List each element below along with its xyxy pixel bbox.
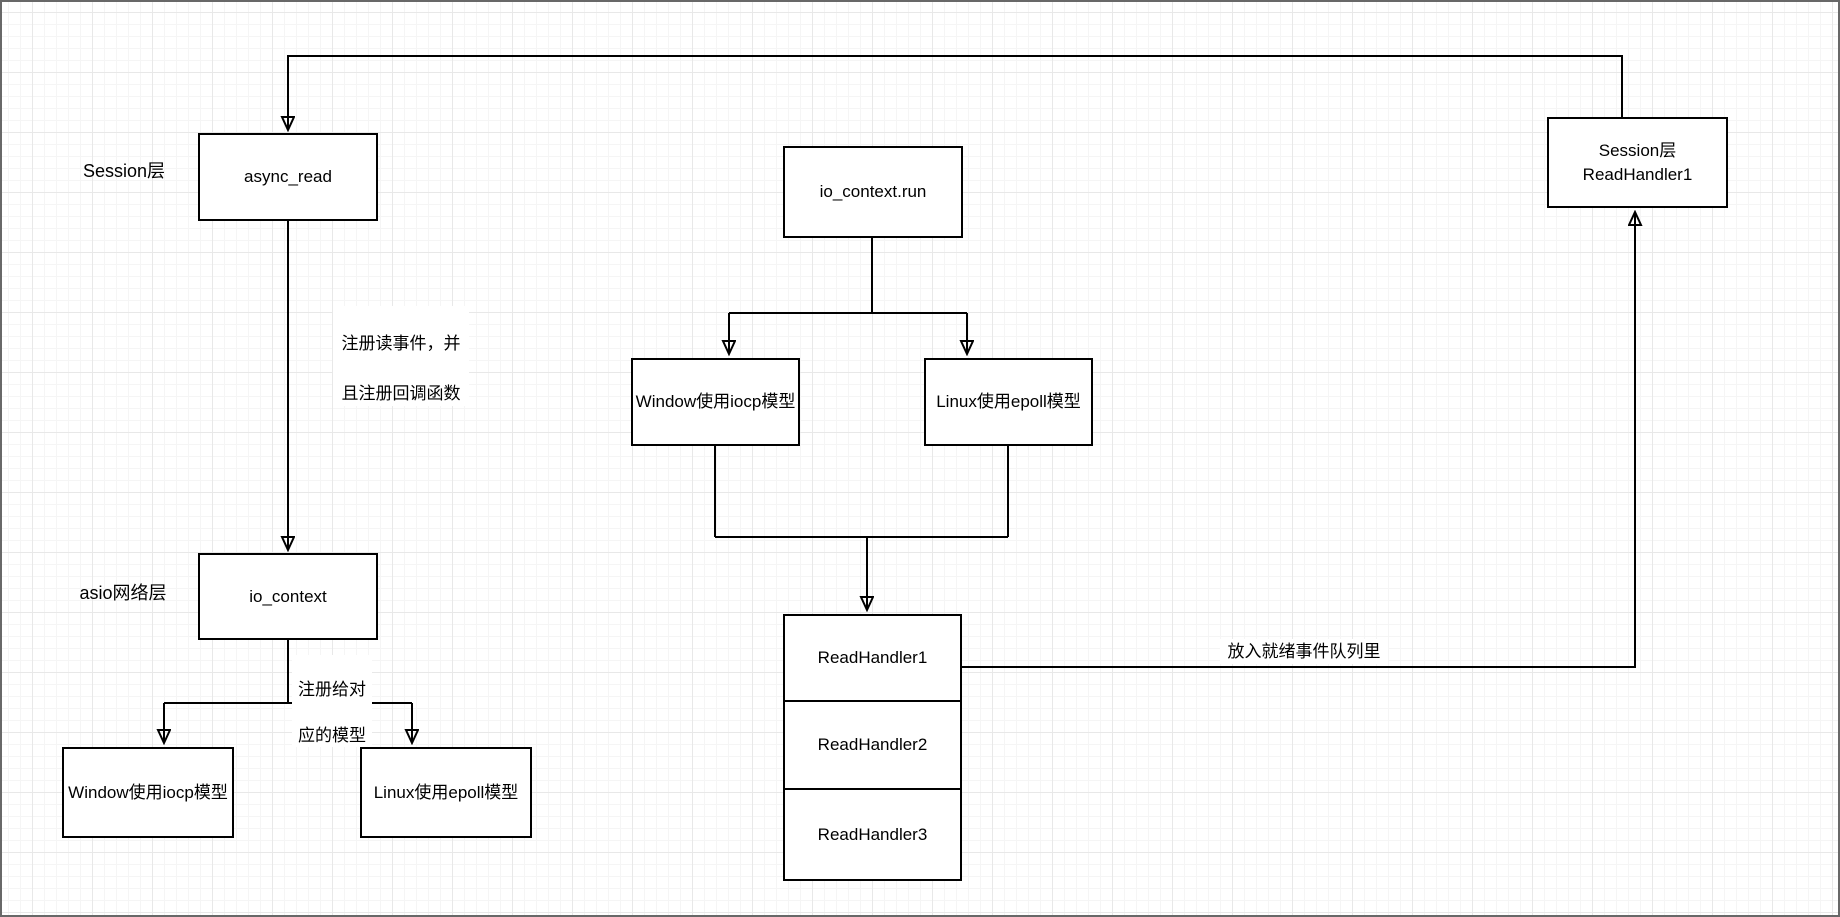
node-io-context-run[interactable]: io_context.run xyxy=(783,146,963,238)
node-session-readhandler1-line2: ReadHandler1 xyxy=(1582,164,1693,184)
label-session-layer[interactable]: Session层 xyxy=(82,161,166,181)
node-async-read-label: async_read xyxy=(244,167,332,186)
edge-label-register-read-line1: 注册读事件，并 xyxy=(341,334,461,353)
node-epoll-mid-label: Linux使用epoll模型 xyxy=(936,392,1081,411)
handler2-label: ReadHandler2 xyxy=(817,735,928,755)
node-epoll-bottom-label: Linux使用epoll模型 xyxy=(373,782,519,802)
node-epoll-mid[interactable]: Linux使用epoll模型 xyxy=(924,358,1093,446)
node-session-readhandler1[interactable]: Session层 ReadHandler1 xyxy=(1547,117,1728,208)
node-iocp-bottom-label: Window使用iocp模型 xyxy=(68,782,228,802)
handler-queue-cell-3[interactable]: ReadHandler3 xyxy=(785,790,960,879)
node-async-read[interactable]: async_read xyxy=(198,133,378,221)
node-iocp-mid-label: Window使用iocp模型 xyxy=(635,392,796,411)
node-iocp-bottom[interactable]: Window使用iocp模型 xyxy=(62,747,234,838)
node-iocp-mid[interactable]: Window使用iocp模型 xyxy=(631,358,800,446)
handler1-label: ReadHandler1 xyxy=(817,647,928,667)
node-handler-queue[interactable]: ReadHandler1 ReadHandler2 ReadHandler3 xyxy=(783,614,962,881)
edge-label-register-read[interactable]: 注册读事件，并 且注册回调函数 xyxy=(333,306,469,406)
edge-label-register-model-line1: 注册给对 xyxy=(298,680,366,699)
edge-label-enqueue[interactable]: 放入就绪事件队列里 xyxy=(1220,639,1388,664)
edge-sessionhandler-to-asyncread[interactable] xyxy=(288,55,1623,129)
node-session-readhandler1-line1: Session层 xyxy=(1598,140,1677,160)
edge-label-register-model[interactable]: 注册给对 应的模型 xyxy=(292,655,372,747)
edge-label-register-model-line2: 应的模型 xyxy=(298,726,366,745)
node-io-context-run-label: io_context.run xyxy=(819,182,927,201)
label-asio-layer[interactable]: asio网络层 xyxy=(79,583,167,603)
edge-handler1-to-sessionhandler[interactable] xyxy=(962,213,1635,668)
node-io-context[interactable]: io_context xyxy=(198,553,378,640)
handler-queue-cell-1[interactable]: ReadHandler1 xyxy=(785,616,960,702)
node-epoll-bottom[interactable]: Linux使用epoll模型 xyxy=(360,747,532,838)
handler3-label: ReadHandler3 xyxy=(817,824,928,844)
handler-queue-cell-2[interactable]: ReadHandler2 xyxy=(785,702,960,791)
node-io-context-label: io_context xyxy=(249,586,327,606)
edge-label-register-read-line2: 且注册回调函数 xyxy=(341,384,461,403)
